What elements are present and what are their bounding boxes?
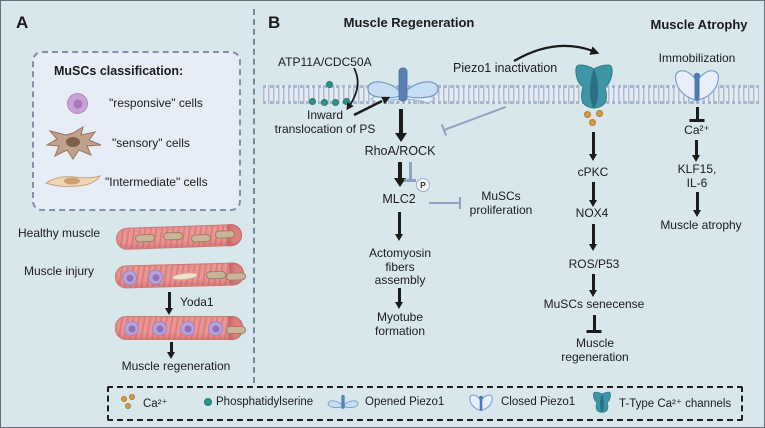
intermediate-cell-icon: [44, 175, 102, 188]
muscs-cell: [124, 321, 139, 336]
inactivation-curved-arrow: [513, 44, 600, 62]
classification-title: MuSCs classification:: [54, 64, 184, 78]
opened-piezo1-icon: [327, 394, 359, 409]
legend-ps-label: Phosphatidylserine: [216, 396, 314, 408]
klf-to-atrophy-arrow: [696, 192, 699, 210]
nox4-to-ros-arrow: [592, 224, 595, 244]
fiber-cell: [190, 233, 212, 243]
cpkc-label: cPKC: [577, 165, 609, 179]
muscs-cell: [180, 321, 195, 336]
mlc2-label: MLC2: [382, 192, 416, 206]
phosphatidylserine-dot: [343, 98, 350, 105]
muscs-cell: [152, 321, 167, 336]
calcium-icon: [129, 394, 135, 400]
panel-divider: [253, 9, 255, 383]
fiber-cell: [214, 230, 236, 239]
muscs-cell: [121, 270, 138, 286]
injury-site: [171, 271, 199, 282]
phosphatidylserine-dot: [326, 81, 333, 88]
muscle-atrophy-label: Muscle atrophy: [660, 218, 742, 232]
fiber-cell: [162, 231, 184, 241]
ca-to-cpkc-arrow: [592, 132, 595, 154]
atp11a-cdc50a-label: ATP11A/CDC50A: [278, 55, 372, 69]
fiber-cell: [134, 233, 156, 243]
inactivation-rhoa-inhibition: [443, 105, 507, 132]
muscle-regeneration-heading: Muscle Regeneration: [343, 15, 475, 30]
ros-p53-label: ROS/P53: [568, 257, 620, 271]
rhoa-to-mlc2-arrow: [398, 162, 402, 178]
mlc2-proliferation-tbar: [429, 202, 461, 205]
senescence-regeneration-tbar: [593, 315, 596, 333]
muscle-injury-label: Muscle injury: [24, 264, 95, 278]
injured-muscle-fiber: [114, 262, 247, 289]
muscle-regeneration-label-b: Muscle regeneration: [561, 336, 629, 364]
healthy-muscle-fiber: [115, 223, 243, 251]
legend-calcium-label: Ca²⁺: [143, 398, 168, 410]
actomyosin-label: Actomyosin fibers assembly: [368, 246, 432, 287]
closed-piezo1-icon: [469, 394, 493, 411]
healthy-muscle-label: Healthy muscle: [18, 226, 101, 240]
phosphatidylserine-dot: [309, 98, 316, 105]
calcium-dot: [589, 119, 596, 126]
nox4-label: NOX4: [575, 206, 609, 220]
yoda1-label: Yoda1: [180, 295, 214, 309]
ttype-channel-icon: [593, 391, 611, 413]
phosphatidylserine-icon: [204, 398, 212, 406]
panel-b-label: B: [268, 13, 281, 32]
fiber-cell: [225, 272, 247, 281]
phosphatidylserine-dot: [321, 99, 328, 106]
closed-piezo1-icon: [674, 70, 720, 101]
piezo-to-rhoa-arrow: [399, 109, 403, 133]
phospho-badge: P: [416, 178, 430, 192]
legend-opened-piezo1-label: Opened Piezo1: [365, 396, 445, 408]
immobilization-ca-tbar: [696, 107, 699, 122]
regeneration-arrow: [170, 342, 173, 352]
legend-closed-piezo1-label: Closed Piezo1: [501, 396, 576, 408]
calcium-dot: [596, 110, 603, 117]
sensory-cell-icon: [45, 125, 102, 160]
muscle-regeneration-label-a: Muscle regeneration: [121, 359, 231, 373]
regenerated-muscle-fiber: [115, 316, 246, 340]
inward-translocation-label: Inward translocation of PS: [274, 108, 376, 136]
responsive-cell-label: "responsive" cells: [109, 96, 203, 110]
muscs-proliferation-label: MuSCs proliferation: [469, 189, 533, 217]
klf15-il6-label: KLF15, IL-6: [677, 162, 717, 190]
inhibition-phospho-tbar: [409, 162, 412, 182]
ros-to-senescence-arrow: [592, 274, 595, 290]
mlc2-to-actomyosin-arrow: [398, 212, 401, 234]
immobilization-label: Immobilization: [658, 51, 736, 65]
responsive-cell-icon: [67, 93, 88, 114]
muscs-cell: [208, 321, 223, 336]
intermediate-cell-label: "Intermediate" cells: [105, 175, 208, 189]
muscs-cell: [147, 269, 164, 285]
cpkc-to-nox4-arrow: [592, 182, 595, 200]
ps-translocation-arrow: [346, 67, 359, 111]
piezo1-inactivation-label: Piezo1 inactivation: [453, 61, 558, 75]
fiber-cell: [226, 326, 246, 334]
calcium-icon: [125, 403, 131, 409]
sensory-cell-label: "sensory" cells: [112, 136, 190, 150]
myotube-label: Myotube formation: [374, 310, 426, 338]
muscs-classification-box: MuSCs classification: "responsive" cells…: [32, 51, 241, 211]
calcium-dot: [584, 111, 591, 118]
rhoa-rock-label: RhoA/ROCK: [364, 144, 436, 158]
actomyosin-to-myotube-arrow: [398, 288, 401, 302]
ttype-channel-icon: [575, 64, 613, 109]
muscle-atrophy-heading: Muscle Atrophy: [650, 17, 748, 32]
panel-a-label: A: [16, 13, 29, 32]
muscs-senescence-label: MuSCs senecense: [543, 297, 645, 311]
legend-box: Ca²⁺ Phosphatidylserine Opened Piezo1 Cl…: [107, 386, 743, 421]
ca2-label: Ca²⁺: [684, 123, 710, 137]
legend-ttype-label: T-Type Ca²⁺ channels: [619, 398, 732, 410]
translocation-to-piezo-arrow: [353, 96, 391, 117]
fiber-cell: [205, 270, 227, 280]
phosphatidylserine-dot: [332, 99, 339, 106]
ca-to-klf-arrow: [695, 140, 698, 155]
calcium-icon: [121, 396, 127, 402]
yoda1-arrow: [168, 292, 171, 308]
